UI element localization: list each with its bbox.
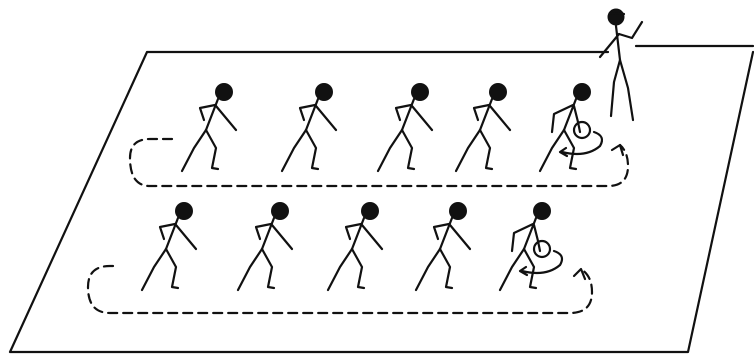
player-torso: [478, 97, 494, 132]
player-torso: [260, 216, 276, 251]
player-back-arm: [394, 103, 413, 122]
player-figure: [376, 83, 434, 173]
player-front-arm: [174, 223, 198, 251]
player-torso: [400, 97, 416, 132]
player-back-leg: [326, 247, 354, 292]
player-front-leg: [164, 247, 180, 290]
player-figure: [280, 83, 338, 173]
top-row-dribble-path: [128, 137, 630, 188]
player-figure: [326, 202, 384, 292]
player-figure: [180, 83, 238, 173]
player-front-arm: [448, 223, 472, 251]
player-back-leg: [376, 128, 404, 173]
player-back-arm: [298, 103, 317, 122]
top-row-path-arrow: [610, 143, 625, 157]
player-figure: [236, 202, 294, 292]
player-back-leg: [140, 247, 168, 292]
player-head: [489, 83, 507, 101]
teacher-figure: [598, 8, 644, 122]
player-front-arm: [314, 104, 338, 132]
teacher-left-leg: [609, 58, 622, 118]
teacher-left-arm: [598, 32, 621, 59]
bottom-row-path-arrow: [572, 267, 587, 281]
dribble-circle: [520, 249, 564, 275]
player-back-arm: [198, 103, 217, 122]
court-floor: [8, 50, 754, 354]
player-back-leg: [236, 247, 264, 292]
player-front-leg: [522, 247, 538, 290]
player-back-leg: [414, 247, 442, 292]
basketball: [572, 120, 592, 140]
player-back-arm: [254, 222, 273, 241]
player-front-leg: [478, 128, 494, 171]
player-back-leg: [538, 128, 566, 173]
teacher-head: [607, 8, 625, 26]
player-figure: [414, 202, 472, 292]
dribble-arrow: [518, 265, 529, 277]
player-back-arm: [472, 103, 491, 122]
player-torso: [522, 216, 538, 251]
player-front-leg: [562, 128, 578, 171]
player-front-leg: [350, 247, 366, 290]
teacher-torso: [614, 24, 622, 62]
player-back-arm: [510, 222, 535, 253]
teacher-right-leg: [618, 58, 635, 122]
player-torso: [304, 97, 320, 132]
player-head: [175, 202, 193, 220]
player-torso: [164, 216, 180, 251]
player-torso: [204, 97, 220, 132]
player-figure: [454, 83, 512, 173]
player-group: [140, 83, 604, 292]
player-head: [449, 202, 467, 220]
player-back-arm: [432, 222, 451, 241]
player-front-arm: [360, 223, 384, 251]
player-front-arm: [270, 223, 294, 251]
bottom-row-dribble-path: [86, 264, 594, 315]
player-torso: [438, 216, 454, 251]
player-front-leg: [400, 128, 416, 171]
player-head: [533, 202, 551, 220]
player-front-leg: [438, 247, 454, 290]
player-back-leg: [280, 128, 308, 173]
player-front-arm: [214, 104, 238, 132]
player-torso: [350, 216, 366, 251]
player-torso: [562, 97, 578, 132]
player-head: [315, 83, 333, 101]
teacher-right-arm: [617, 20, 644, 40]
player-head: [215, 83, 233, 101]
player-back-arm: [550, 103, 575, 134]
player-head: [411, 83, 429, 101]
dribble-circle: [560, 130, 604, 156]
basketball: [532, 239, 552, 259]
player-front-leg: [260, 247, 276, 290]
player-head: [361, 202, 379, 220]
player-back-arm: [344, 222, 363, 241]
player-back-leg: [498, 247, 526, 292]
player-head: [271, 202, 289, 220]
player-head: [573, 83, 591, 101]
player-front-arm: [410, 104, 434, 132]
player-front-leg: [204, 128, 220, 171]
player-figure: [140, 202, 198, 292]
player-back-leg: [454, 128, 482, 173]
player-figure: [538, 83, 604, 173]
player-front-arm: [488, 104, 512, 132]
player-front-leg: [304, 128, 320, 171]
player-figure: [498, 202, 564, 292]
dribble-arrow: [558, 146, 569, 158]
player-back-arm: [158, 222, 177, 241]
player-back-leg: [180, 128, 208, 173]
